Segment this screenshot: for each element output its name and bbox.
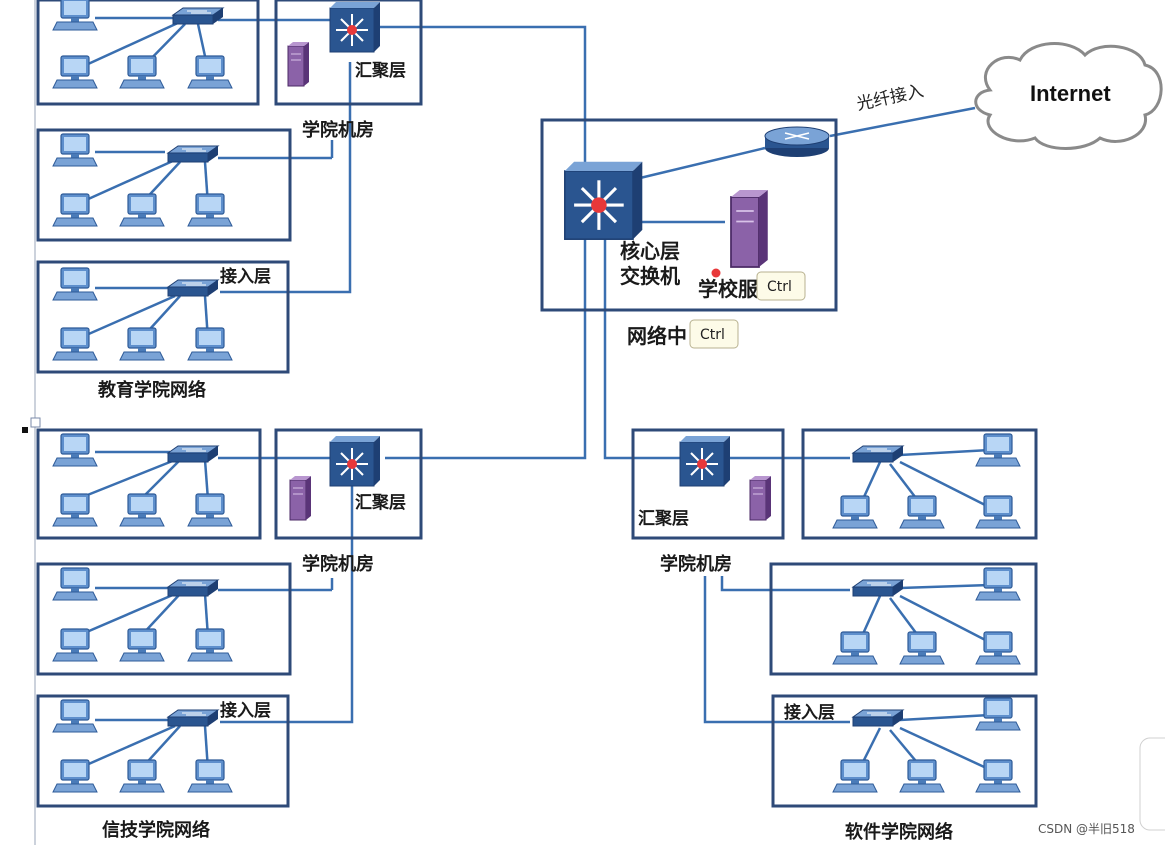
pc-icon	[52, 567, 98, 601]
internet-cloud-icon	[974, 42, 1163, 150]
side-panel-edge[interactable]	[1139, 737, 1165, 831]
pc-icon	[52, 0, 98, 31]
label-school-server: 学校服	[698, 277, 759, 301]
core-switch-icon	[563, 160, 644, 241]
pc-icon	[119, 55, 165, 89]
box-network-center	[540, 118, 838, 312]
box-it-access-1	[36, 428, 262, 540]
pc-icon	[119, 327, 165, 361]
label-sw-network: 软件学院网络	[845, 821, 953, 843]
server-icon	[749, 475, 772, 521]
label-access-edu: 接入层	[220, 266, 271, 287]
box-it-access-2	[36, 562, 292, 676]
pc-icon	[975, 697, 1021, 731]
pc-icon	[187, 759, 233, 793]
watermark: CSDN @半旧518	[1038, 822, 1135, 836]
label-access-it: 接入层	[220, 700, 271, 721]
switch-icon	[167, 709, 219, 727]
label-aggregation-left: 汇聚层	[355, 493, 406, 513]
svg-text:Ctrl: Ctrl	[700, 327, 725, 343]
switch-icon	[852, 579, 904, 597]
pc-icon	[52, 759, 98, 793]
ctrl-tooltip: Ctrl	[689, 319, 739, 349]
pc-icon	[975, 495, 1021, 529]
label-aggregation-right: 汇聚层	[638, 509, 689, 529]
label-room-top: 学院机房	[302, 119, 374, 141]
pc-icon	[52, 267, 98, 301]
school-server-icon	[730, 189, 769, 268]
pc-icon	[187, 628, 233, 662]
cursor-dot	[711, 268, 721, 278]
layer3-switch-icon	[329, 435, 381, 487]
pc-icon	[187, 55, 233, 89]
network-boxes	[36, 0, 1038, 808]
pc-icon	[975, 631, 1021, 665]
ctrl-tooltip: Ctrl	[756, 271, 806, 301]
switch-icon	[167, 579, 219, 597]
selection-handle[interactable]	[30, 417, 41, 428]
label-core-line2: 交换机	[620, 264, 680, 288]
box-sw-access-2	[769, 562, 1038, 676]
pc-icon	[52, 493, 98, 527]
server-icon	[289, 475, 312, 521]
label-core-line1: 核心层	[620, 239, 680, 263]
layer3-switch-icon	[679, 435, 731, 487]
switch-icon	[167, 279, 219, 297]
label-edu-network: 教育学院网络	[98, 379, 206, 401]
switch-icon	[167, 145, 219, 163]
layer3-switch-icon	[329, 1, 381, 53]
pc-icon	[119, 493, 165, 527]
switch-icon	[852, 709, 904, 727]
pc-icon	[832, 495, 878, 529]
pc-icon	[119, 628, 165, 662]
label-access-sw: 接入层	[784, 702, 835, 723]
pc-icon	[119, 759, 165, 793]
pc-icon	[832, 759, 878, 793]
pc-icon	[899, 495, 945, 529]
switch-icon	[172, 7, 224, 25]
pc-icon	[52, 55, 98, 89]
box-top-access	[36, 0, 260, 106]
pc-icon	[52, 133, 98, 167]
server-icon	[287, 41, 310, 87]
svg-text:Ctrl: Ctrl	[767, 279, 792, 295]
selection-handle[interactable]	[22, 427, 28, 433]
pc-icon	[899, 631, 945, 665]
pc-icon	[119, 193, 165, 227]
pc-icon	[832, 631, 878, 665]
label-room-left: 学院机房	[302, 553, 374, 575]
label-aggregation-top: 汇聚层	[355, 61, 406, 81]
pc-icon	[975, 759, 1021, 793]
network-links	[74, 16, 996, 774]
box-top-aggregation	[274, 0, 423, 106]
label-internet: Internet	[1030, 81, 1111, 106]
box-sw-access-1	[801, 428, 1038, 540]
pc-icon	[52, 628, 98, 662]
router-icon	[764, 126, 830, 158]
label-room-right: 学院机房	[660, 553, 732, 575]
pc-icon	[187, 193, 233, 227]
pc-icon	[187, 327, 233, 361]
box-top-middle-access	[36, 128, 292, 242]
box-it-access-3	[36, 694, 290, 808]
pc-icon	[899, 759, 945, 793]
box-sw-access-3	[771, 694, 1038, 808]
label-it-network: 信技学院网络	[102, 819, 210, 841]
switch-icon	[167, 445, 219, 463]
box-edu-access	[36, 260, 290, 374]
pc-icon	[52, 699, 98, 733]
pc-icon	[187, 493, 233, 527]
switch-icon	[852, 445, 904, 463]
box-right-aggregation	[631, 428, 785, 540]
label-network-center: 网络中	[627, 324, 687, 348]
label-fiber-access: 光纤接入	[855, 81, 926, 115]
box-left-aggregation	[274, 428, 423, 540]
pc-icon	[52, 433, 98, 467]
